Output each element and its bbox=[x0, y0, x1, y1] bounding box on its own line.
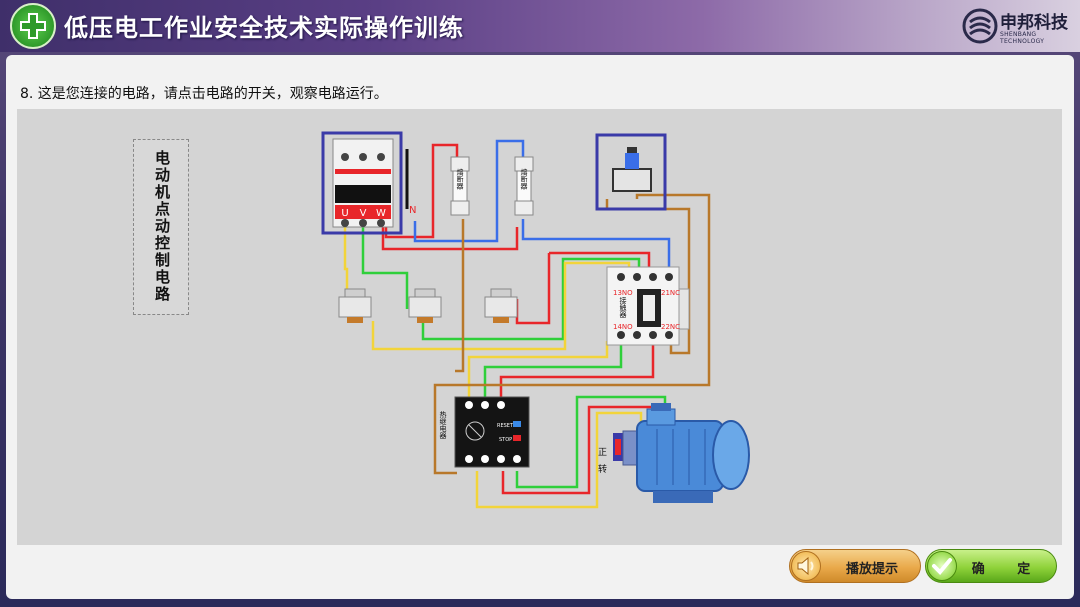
contactor: 13NO 21NC 14NO 22NC 接触器 bbox=[606, 266, 690, 346]
app-title: 低压电工作业安全技术实际操作训练 bbox=[64, 13, 464, 42]
wire-brown bbox=[455, 219, 465, 373]
speaker-icon bbox=[791, 551, 821, 581]
fuse-label: 熔断器 bbox=[520, 168, 528, 191]
confirm-label: 确 定 bbox=[971, 562, 1045, 577]
contactor-13no: 13NO bbox=[613, 289, 633, 297]
circuit-diagram: U V W N 熔断器 熔断器 bbox=[321, 131, 750, 509]
wire-green bbox=[361, 225, 409, 309]
contactor-14no: 14NO bbox=[613, 323, 633, 331]
brand-subtitle: SHENBANG TECHNOLOGY bbox=[1000, 31, 1045, 45]
wire-red bbox=[515, 253, 551, 325]
title-bar: 低压电工作业安全技术实际操作训练 申邦科技 SHENBANG TECHNOLOG… bbox=[0, 0, 1080, 52]
fuse-label: 熔断器 bbox=[456, 168, 464, 191]
play-hint-button[interactable]: 播放提示 bbox=[789, 549, 921, 583]
wire-green bbox=[515, 395, 667, 489]
wire-blue bbox=[413, 139, 525, 243]
terminal-block-2 bbox=[408, 288, 442, 323]
relay-stop-label: STOP bbox=[499, 437, 512, 443]
wire-red bbox=[549, 251, 651, 271]
wire-yellow bbox=[475, 411, 643, 509]
circuit-breaker[interactable]: U V W bbox=[321, 131, 403, 235]
terminal-block-3 bbox=[484, 288, 518, 323]
relay-reset-label: RESET bbox=[497, 423, 514, 429]
brand-swirl-icon bbox=[962, 8, 998, 44]
relay-label: 热继电器 bbox=[439, 410, 447, 440]
push-button-switch[interactable] bbox=[595, 133, 667, 211]
direction-indicator-light bbox=[615, 439, 621, 455]
wire-red bbox=[381, 225, 519, 251]
wire-red bbox=[499, 341, 655, 401]
contactor-21nc: 21NC bbox=[661, 289, 680, 297]
wire-yellow bbox=[467, 341, 609, 401]
content-panel: 8. 这是您连接的电路，请点击电路的开关，观察电路运行。 电动机点动控制电路 bbox=[6, 55, 1074, 599]
confirm-button[interactable]: 确 定 bbox=[925, 549, 1057, 583]
terminal-block-1 bbox=[338, 288, 372, 323]
motor bbox=[622, 403, 750, 503]
circuit-canvas: 电动机点动控制电路 bbox=[17, 109, 1062, 545]
neutral-label: N bbox=[409, 205, 416, 216]
wire-brown bbox=[433, 193, 711, 475]
fuse-1: 熔断器 bbox=[450, 156, 470, 216]
brand-name: 申邦科技 bbox=[1000, 13, 1068, 33]
contactor-22nc: 22NC bbox=[661, 323, 680, 331]
wire-brown bbox=[605, 199, 691, 355]
thermal-relay: RESET STOP bbox=[454, 396, 530, 468]
diagram-title-box: 电动机点动控制电路 bbox=[133, 139, 189, 315]
wire-green bbox=[421, 257, 641, 341]
play-hint-label: 播放提示 bbox=[845, 562, 898, 577]
safety-cross-logo-icon bbox=[10, 3, 56, 49]
fuse-2: 熔断器 bbox=[514, 156, 534, 216]
motor-direction-label: 正转 bbox=[596, 447, 607, 481]
brand-logo: 申邦科技 SHENBANG TECHNOLOGY bbox=[962, 6, 1072, 46]
wire-red bbox=[384, 143, 459, 239]
breaker-phase-v: V bbox=[360, 208, 367, 219]
checkmark-icon bbox=[927, 551, 957, 581]
wire-blue bbox=[521, 219, 671, 273]
diagram-title: 电动机点动控制电路 bbox=[153, 150, 171, 303]
breaker-phase-w: W bbox=[376, 208, 386, 219]
wire-yellow bbox=[371, 261, 631, 351]
contactor-label: 接触器 bbox=[619, 296, 627, 319]
breaker-phase-u: U bbox=[341, 208, 348, 219]
wires bbox=[343, 139, 711, 509]
question-prompt: 8. 这是您连接的电路，请点击电路的开关，观察电路运行。 bbox=[20, 86, 388, 102]
